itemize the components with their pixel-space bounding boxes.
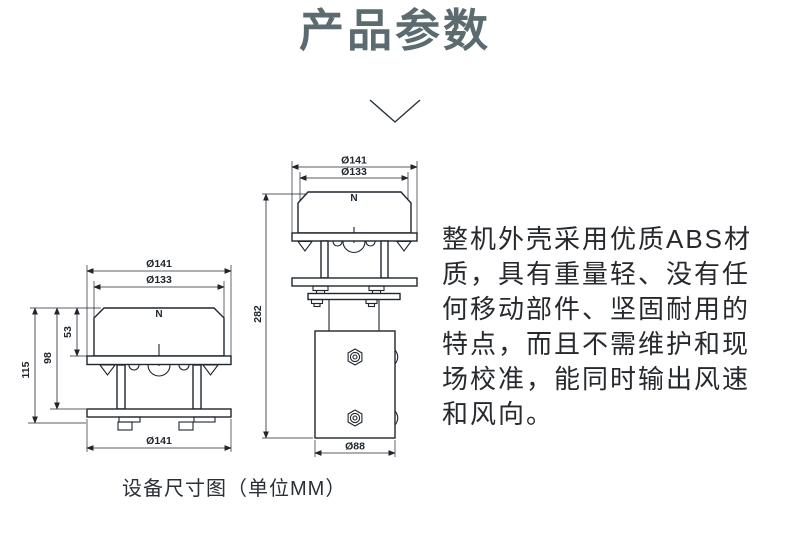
dim-bottom: Ø88 bbox=[314, 440, 396, 457]
dim-top-outer: Ø141 bbox=[86, 258, 232, 356]
dim-bottom: Ø141 bbox=[86, 419, 232, 452]
dim-top-inner: Ø133 bbox=[299, 166, 409, 203]
dim-top-inner: Ø133 bbox=[93, 274, 225, 318]
diagram-caption: 设备尺寸图（单位MM） bbox=[122, 478, 347, 500]
dim-total-height: 282 bbox=[252, 193, 313, 439]
dim-label-top-outer: Ø141 bbox=[341, 155, 367, 167]
dim-label-top-outer: Ø141 bbox=[146, 258, 172, 270]
dim-label-top-inner: Ø133 bbox=[146, 274, 172, 286]
neck-tube bbox=[328, 299, 380, 331]
product-description: 整机外壳采用优质ABS材 质，具有重量轻、没有任 何移动部件、坚固耐用的 特点，… bbox=[442, 222, 782, 432]
middle-plate bbox=[291, 277, 418, 287]
description-line: 质，具有重量轻、没有任 bbox=[442, 259, 751, 289]
dim-label-bottom: Ø141 bbox=[146, 435, 172, 447]
lower-plate bbox=[307, 292, 401, 301]
description-line: 特点，而且不需维护和现 bbox=[442, 329, 751, 359]
upper-flange bbox=[86, 355, 232, 366]
dim-label-head-height: 53 bbox=[62, 326, 74, 338]
north-marker: N bbox=[350, 193, 357, 204]
north-marker: N bbox=[155, 309, 162, 320]
transducers bbox=[296, 240, 413, 253]
description-line: 整机外壳采用优质ABS材 bbox=[442, 224, 753, 254]
section-title: 产品参数 bbox=[298, 5, 491, 56]
base-feet bbox=[117, 416, 216, 431]
plate-bolts-upper bbox=[312, 285, 385, 295]
dim-heights: 53 98 115 bbox=[20, 307, 101, 424]
right-dimension-drawing: Ø141 Ø133 N bbox=[252, 155, 418, 457]
left-dimension-drawing: Ø141 Ø133 N bbox=[20, 258, 232, 452]
dim-label-top-inner: Ø133 bbox=[341, 166, 367, 178]
chevron-down-icon bbox=[369, 99, 421, 123]
dim-top-outer: Ø141 bbox=[291, 155, 418, 233]
dim-label-total-height: 115 bbox=[20, 361, 32, 378]
mounting-body bbox=[314, 330, 396, 439]
upper-flange bbox=[291, 232, 418, 242]
side-knobs bbox=[394, 349, 399, 426]
plate-bolts-lower bbox=[310, 298, 378, 308]
description-line: 场校准，能同时输出风速 bbox=[442, 364, 751, 394]
dim-label-bottom: Ø88 bbox=[345, 441, 365, 453]
base-plate bbox=[86, 408, 232, 418]
dim-label-mid-height: 98 bbox=[42, 352, 54, 364]
hex-bolt-bottom bbox=[347, 409, 363, 427]
hex-bolt-top bbox=[347, 348, 363, 366]
support-posts bbox=[116, 364, 202, 410]
description-line: 和风向。 bbox=[442, 399, 555, 429]
description-line: 何移动部件、坚固耐用的 bbox=[442, 294, 751, 324]
support-posts bbox=[320, 240, 389, 279]
dim-label-total-height: 282 bbox=[252, 305, 264, 323]
transducers bbox=[98, 364, 220, 377]
